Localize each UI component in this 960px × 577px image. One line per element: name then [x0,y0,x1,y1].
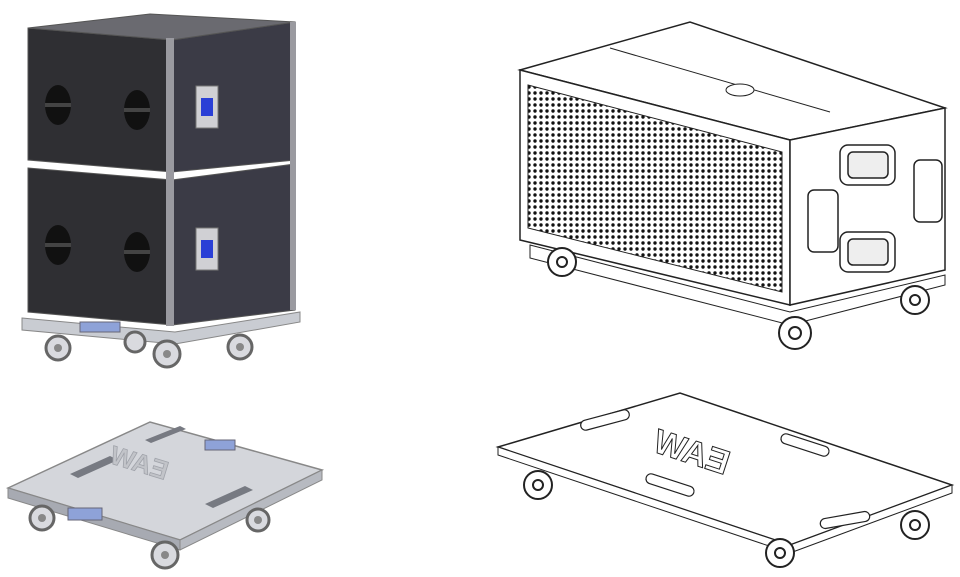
dolly-base [529,244,946,326]
rigging-rail [290,22,296,310]
stacked-subwoofers-drawing [21,13,301,369]
handle-slots [70,426,253,508]
caster-wheels [523,470,930,568]
dolly-render-drawing: EAW [5,421,325,570]
subwoofer-line-drawing [517,21,948,350]
subwoofer-line-figure [490,0,960,370]
handles [807,144,943,273]
connector-blue [201,98,213,116]
rigging-rail [166,38,174,326]
dolly-line-figure: EAW [490,385,960,577]
dolly-base [21,311,301,345]
upper-cabinet-side [171,21,296,173]
lower-cabinet-side [171,163,296,326]
caster-wheels [547,247,930,350]
stacked-subwoofers-figure [0,0,330,380]
cabinet-side [789,107,946,306]
handle-slots [580,409,871,530]
connector-blue [201,240,213,258]
dolly-line-drawing: EAW [495,392,955,568]
grille [527,84,783,293]
caster-wheels [44,330,254,369]
dolly-render-figure: EAW [0,400,330,577]
